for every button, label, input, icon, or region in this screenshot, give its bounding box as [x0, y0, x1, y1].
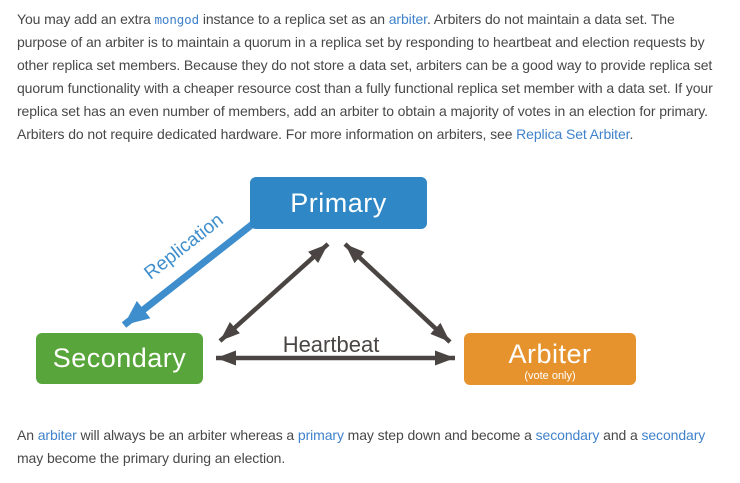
diagram-arrows-canvas — [121, 220, 455, 366]
arbiter-node: Arbiter (vote only) — [464, 333, 636, 385]
arbiter-link-2[interactable]: arbiter — [37, 427, 77, 443]
primary-node-label: Primary — [290, 187, 387, 218]
outro-text-5: may become the primary during an electio… — [17, 450, 286, 466]
mongod-link[interactable]: mongod — [154, 12, 200, 27]
replication-arrow — [121, 220, 257, 328]
intro-text-3: . Arbiters do not maintain a data set. T… — [17, 11, 713, 142]
outro-text-2: will always be an arbiter whereas a — [76, 427, 298, 443]
secondary-node-label: Secondary — [52, 343, 187, 373]
primary-node: Primary — [250, 177, 427, 229]
heartbeat-label: Heartbeat — [282, 332, 380, 357]
replica-set-arbiter-link[interactable]: Replica Set Arbiter — [516, 126, 630, 142]
arbiter-node-label: Arbiter — [508, 339, 592, 369]
intro-paragraph: You may add an extra mongod instance to … — [17, 8, 724, 146]
primary-link[interactable]: primary — [297, 427, 344, 443]
heartbeat-arrow-primary-arbiter — [343, 242, 452, 344]
outro-text-4: and a — [599, 427, 642, 443]
intro-text-1: You may add an extra — [17, 11, 155, 27]
secondary-link-2[interactable]: secondary — [641, 427, 706, 443]
intro-text-4: . — [629, 126, 634, 142]
arbiter-node-sublabel: (vote only) — [524, 370, 576, 382]
heartbeat-arrow-primary-secondary — [218, 242, 330, 343]
outro-text-3: may step down and become a — [343, 427, 536, 443]
outro-paragraph: An arbiter will always be an arbiter whe… — [17, 424, 724, 470]
intro-text-2: instance to a replica set as an — [199, 11, 389, 27]
secondary-link-1[interactable]: secondary — [535, 427, 600, 443]
outro-text-1: An — [17, 427, 38, 443]
arbiter-link[interactable]: arbiter — [388, 11, 427, 27]
replica-set-diagram: Replication Heartbeat Primary Secondary … — [0, 170, 740, 415]
secondary-node: Secondary — [36, 333, 203, 384]
